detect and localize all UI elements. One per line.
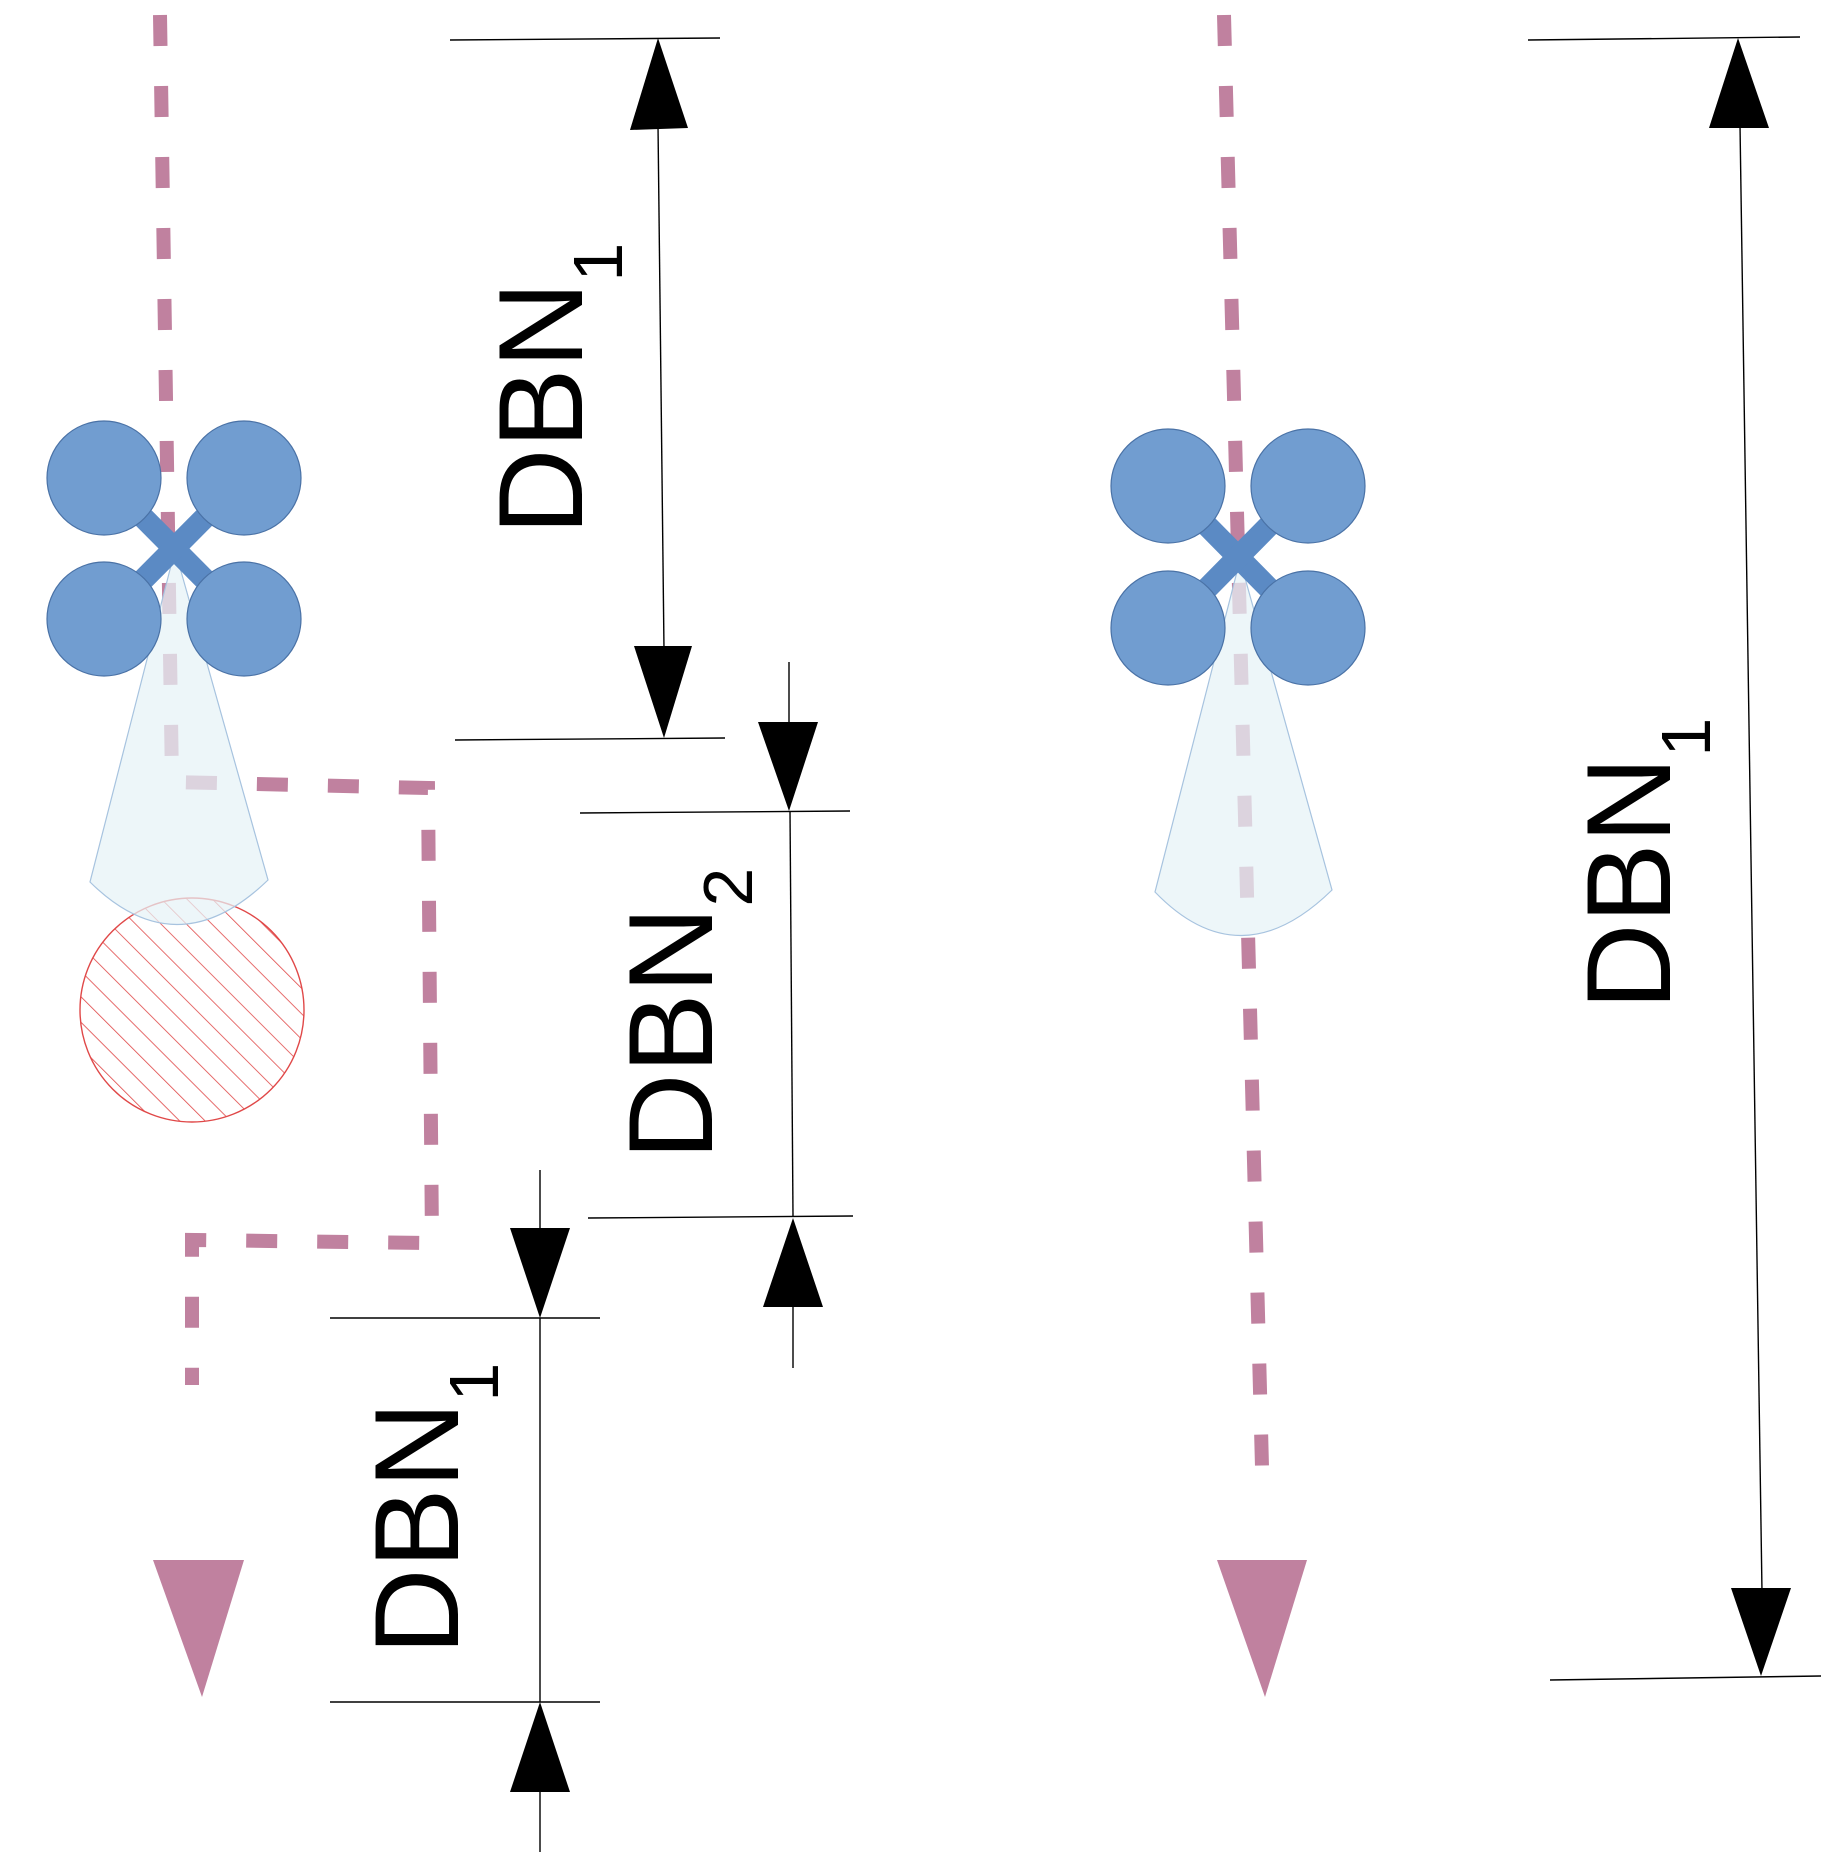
left-obstacle bbox=[79, 897, 305, 1123]
label-dbn2: DBN2 bbox=[604, 868, 767, 1160]
dimension-dbn1-top: DBN1 bbox=[449, 37, 726, 741]
label-dbn1-top: DBN1 bbox=[474, 243, 637, 535]
dimension-dbn1-bottom: DBN1 bbox=[330, 1170, 600, 1852]
right-drone-quadcopter-icon bbox=[1110, 428, 1366, 937]
label-dbn1-bottom: DBN1 bbox=[350, 1363, 513, 1655]
dimension-dbn1-right: DBN1 bbox=[1527, 36, 1821, 1681]
right-flight-path bbox=[1217, 14, 1307, 1697]
label-dbn1-right: DBN1 bbox=[1562, 718, 1725, 1010]
dimension-dbn2: DBN2 bbox=[579, 662, 854, 1368]
left-drone-quadcopter-icon bbox=[46, 420, 302, 926]
